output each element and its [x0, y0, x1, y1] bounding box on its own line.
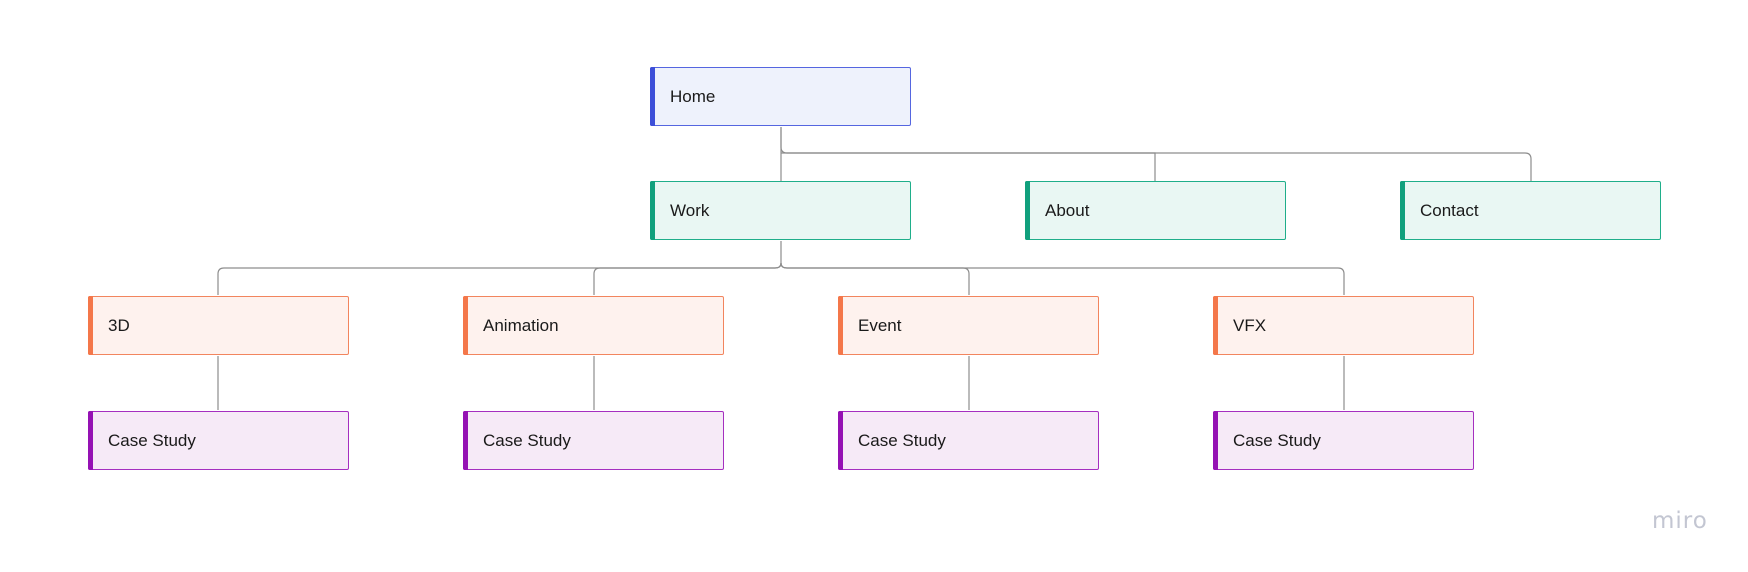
node-accent: [1213, 296, 1218, 355]
node-accent: [650, 67, 655, 126]
node-accent: [1213, 411, 1218, 470]
node-label: VFX: [1233, 315, 1267, 335]
node-label: Work: [670, 200, 710, 220]
node-accent: [463, 296, 468, 355]
node-accent: [88, 411, 93, 470]
node-work[interactable]: Work: [650, 181, 911, 240]
node-vfx[interactable]: VFX: [1213, 296, 1474, 355]
node-accent: [88, 296, 93, 355]
node-case-study-3d[interactable]: Case Study: [88, 411, 349, 470]
node-accent: [1025, 181, 1030, 240]
node-animation[interactable]: Animation: [463, 296, 724, 355]
node-label: Home: [670, 86, 716, 106]
node-label: Case Study: [108, 430, 196, 450]
node-event[interactable]: Event: [838, 296, 1099, 355]
connector-work-animation: [593, 262, 782, 295]
node-case-study-event[interactable]: Case Study: [838, 411, 1099, 470]
node-about[interactable]: About: [1025, 181, 1286, 240]
node-label: Case Study: [858, 430, 946, 450]
node-label: About: [1045, 200, 1090, 220]
node-case-study-vfx[interactable]: Case Study: [1213, 411, 1474, 470]
node-accent: [838, 296, 843, 355]
node-label: Case Study: [483, 430, 571, 450]
connector-work-vfx: [780, 262, 1345, 295]
node-label: 3D: [108, 315, 130, 335]
node-accent: [838, 411, 843, 470]
node-accent: [650, 181, 655, 240]
node-home[interactable]: Home: [650, 67, 911, 126]
node-label: Case Study: [1233, 430, 1321, 450]
connector-home-contact: [781, 152, 1532, 181]
node-label: Event: [858, 315, 902, 335]
node-3d[interactable]: 3D: [88, 296, 349, 355]
node-contact[interactable]: Contact: [1400, 181, 1661, 240]
connector-home-about: [780, 127, 1156, 181]
node-case-study-animation[interactable]: Case Study: [463, 411, 724, 470]
miro-watermark-logo: miro: [1652, 508, 1708, 534]
node-label: Contact: [1420, 200, 1479, 220]
node-label: Animation: [483, 315, 559, 335]
node-accent: [463, 411, 468, 470]
node-accent: [1400, 181, 1405, 240]
